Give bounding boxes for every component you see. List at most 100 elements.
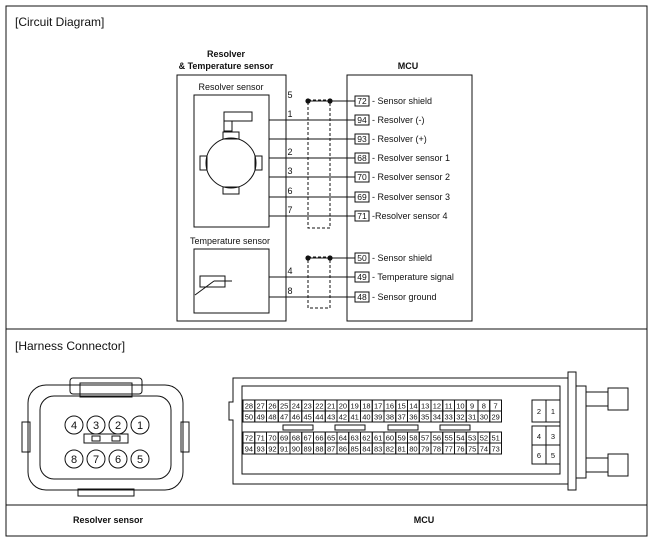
mcu-pin-cell: 15: [395, 399, 408, 412]
temperature-shield-dashed: [307, 256, 331, 309]
resolver-wire-7: 771 -Resolver sensor 4: [269, 205, 448, 222]
resolver-wire-5: 370- Resolver sensor 2: [269, 166, 450, 183]
temp-mcu-pin: 50: [357, 253, 367, 263]
mcu-pin-cell: 71: [254, 431, 267, 444]
mcu-pin-cell: 27: [254, 399, 267, 412]
shield-junction-dot: [305, 98, 311, 104]
mcu-pin-cell: 14: [407, 399, 420, 412]
mcu-pin-number: 63: [350, 433, 358, 442]
mcu-pin-cell: 78: [430, 442, 444, 455]
resolver-mcu-terminal: [354, 171, 370, 183]
resolver-pin-number: 5: [137, 454, 143, 466]
mcu-pin-cell: 61: [371, 431, 385, 444]
mcu-pin-number: 23: [303, 401, 311, 410]
temp-sensor-pin: 8: [287, 286, 292, 296]
mcu-pin-cell: 25: [277, 399, 291, 412]
resolver-mcu-signal: -Resolver sensor 4: [372, 211, 448, 221]
mcu-pin-cell: 58: [407, 431, 420, 444]
mcu-pin-cell: 75: [465, 442, 479, 455]
temp-wire-3: 848- Sensor ground: [269, 286, 437, 303]
mcu-pin-number: 45: [303, 412, 311, 421]
mcu-pin-cell: 12: [430, 399, 444, 412]
mcu-pin-cell: 77: [442, 442, 455, 455]
circuit-diagram-title: [Circuit Diagram]: [15, 15, 104, 29]
mcu-pin-number: 43: [327, 412, 335, 421]
mcu-pin-number: 82: [386, 444, 394, 453]
resolver-pin-cavity: 6: [108, 449, 128, 469]
resolver-pin-cavity: 2: [108, 415, 128, 435]
mcu-pin-cell: 83: [371, 442, 385, 455]
mcu-small-pin-number: 4: [537, 432, 541, 441]
mcu-small-pin-cell: 3: [545, 425, 561, 446]
resolver-pin-number: 4: [71, 420, 77, 432]
mcu-pin-number: 71: [256, 433, 264, 442]
mcu-pin-number: 38: [386, 412, 394, 421]
mcu-pin-cell: 22: [313, 399, 326, 412]
mcu-pin-cell: 94: [242, 442, 256, 455]
mcu-pin-cell: 44: [313, 410, 326, 423]
mcu-pin-number: 39: [374, 412, 382, 421]
mcu-pin-cell: 19: [348, 399, 361, 412]
mcu-small-pin-cell: 1: [545, 399, 561, 423]
mcu-pin-number: 60: [386, 433, 394, 442]
mcu-pin-cell: 85: [348, 442, 361, 455]
resolver-connector-drawing: [21, 377, 190, 497]
mcu-pin-number: 29: [491, 412, 499, 421]
mcu-pin-cell: 7: [489, 399, 502, 412]
mcu-pin-cell: 10: [454, 399, 467, 412]
mcu-keying-tab: [334, 424, 366, 431]
mcu-pin-number: 92: [268, 444, 276, 453]
mcu-pin-number: 18: [362, 401, 370, 410]
mcu-pin-number: 59: [397, 433, 405, 442]
resolver-mcu-signal: - Resolver (-): [372, 115, 425, 125]
sensor-assembly-box: [176, 74, 287, 322]
mcu-pin-cell: 9: [465, 399, 479, 412]
mcu-pin-number: 72: [245, 433, 253, 442]
mcu-pin-cell: 70: [266, 431, 279, 444]
resolver-mcu-terminal: [354, 191, 370, 203]
mcu-pin-number: 30: [480, 412, 488, 421]
mcu-pin-number: 54: [456, 433, 464, 442]
mcu-pin-cell: 84: [360, 442, 373, 455]
mcu-pin-cell: 88: [313, 442, 326, 455]
mcu-pin-cell: 50: [242, 410, 256, 423]
mcu-pin-cell: 32: [454, 410, 467, 423]
resolver-sensor-label: Resolver sensor: [198, 82, 263, 92]
resolver-wire-1: 572- Sensor shield: [287, 90, 432, 107]
mcu-header: MCU: [398, 61, 419, 71]
mcu-pin-number: 88: [315, 444, 323, 453]
mcu-pin-cell: 17: [371, 399, 385, 412]
resolver-mcu-pin: 68: [357, 153, 367, 163]
mcu-pin-number: 89: [303, 444, 311, 453]
resolver-symbol: [199, 111, 263, 195]
mcu-pin-number: 35: [421, 412, 429, 421]
resolver-pin-cavity: 1: [130, 415, 150, 435]
resolver-wire-4: 268- Resolver sensor 1: [269, 147, 450, 164]
mcu-pin-number: 49: [256, 412, 264, 421]
mcu-pin-cell: 59: [395, 431, 408, 444]
mcu-pin-cell: 30: [477, 410, 491, 423]
mcu-pin-cell: 21: [324, 399, 338, 412]
mcu-pin-cell: 48: [266, 410, 279, 423]
mcu-pin-cell: 31: [465, 410, 479, 423]
mcu-pin-cell: 69: [277, 431, 291, 444]
resolver-pin-number: 7: [93, 454, 99, 466]
resolver-mcu-terminal: [354, 152, 370, 164]
mcu-pin-number: 74: [480, 444, 488, 453]
mcu-pin-cell: 45: [301, 410, 314, 423]
resolver-pin-cavity: 5: [130, 449, 150, 469]
mcu-pin-number: 48: [268, 412, 276, 421]
resolver-mcu-pin: 70: [357, 172, 367, 182]
mcu-pin-number: 77: [444, 444, 452, 453]
mcu-pin-number: 32: [456, 412, 464, 421]
resolver-mcu-signal: - Resolver sensor 1: [372, 153, 450, 163]
resolver-mcu-terminal: [354, 133, 370, 145]
resolver-mcu-signal: - Sensor shield: [372, 96, 432, 106]
mcu-pin-cell: 93: [254, 442, 267, 455]
temp-mcu-pin: 48: [357, 292, 367, 302]
mcu-pin-number: 47: [280, 412, 288, 421]
resolver-mcu-signal: - Resolver sensor 2: [372, 172, 450, 182]
temp-mcu-terminal: [354, 271, 370, 283]
mcu-pin-number: 79: [421, 444, 429, 453]
